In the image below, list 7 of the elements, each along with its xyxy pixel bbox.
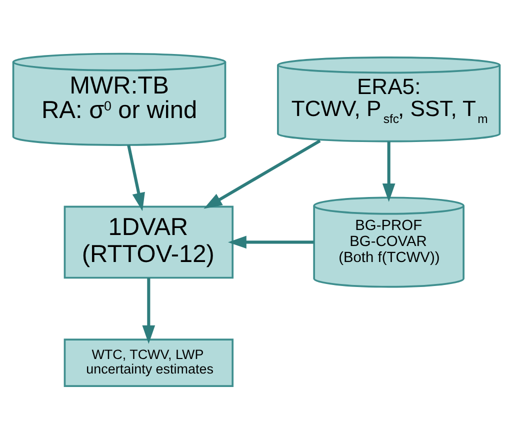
node-box: 1DVAR (RTTOV-12) [64,205,234,278]
arrow [228,235,314,248]
arrow [382,141,396,202]
arrow [127,144,145,211]
arrow [204,139,321,208]
arrow [142,277,156,344]
node-box: WTC, TCWV, LWP uncertainty estimates [64,338,234,387]
